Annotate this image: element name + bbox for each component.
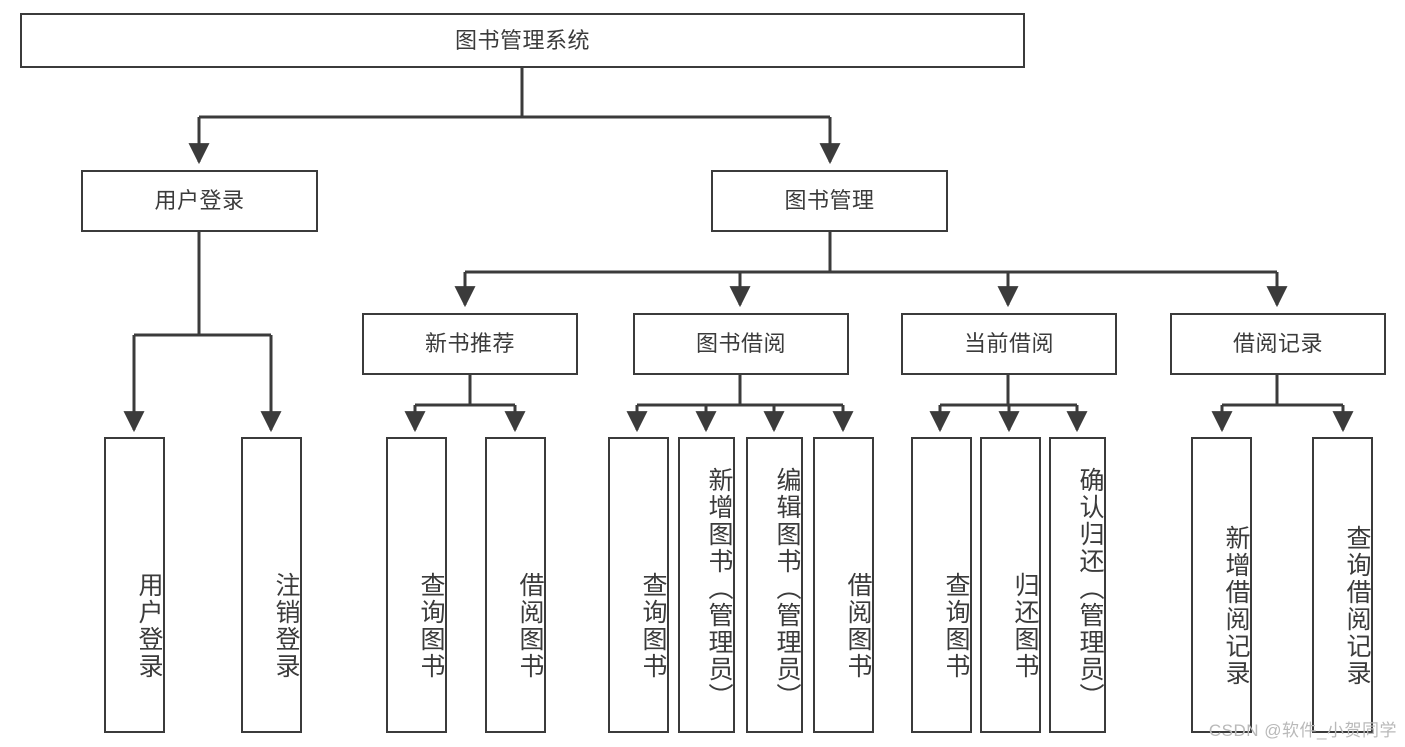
leaf-query-book-2-label: 查询图书 (639, 572, 667, 680)
leaf-query-book-3[interactable]: 查询图书 (911, 437, 972, 733)
leaf-logout[interactable]: 注销登录 (241, 437, 302, 733)
leaf-confirm-return-admin[interactable]: 确认归还（管理员） (1049, 437, 1106, 733)
leaf-add-book-admin-label: 新增图书（管理员） (705, 466, 733, 710)
node-book-management-label: 图书管理 (784, 188, 875, 214)
leaf-query-book-3-label: 查询图书 (942, 572, 970, 680)
node-current-borrow-label: 当前借阅 (963, 331, 1054, 357)
leaf-logout-label: 注销登录 (272, 572, 300, 680)
leaf-query-borrow-record-label: 查询借阅记录 (1343, 525, 1371, 687)
node-book-borrow[interactable]: 图书借阅 (633, 313, 849, 375)
leaf-user-login-label: 用户登录 (135, 572, 163, 680)
leaf-borrow-book-1-label: 借阅图书 (516, 572, 544, 680)
node-book-management[interactable]: 图书管理 (711, 170, 948, 232)
node-root-label: 图书管理系统 (454, 27, 590, 53)
leaf-borrow-book-2[interactable]: 借阅图书 (813, 437, 874, 733)
node-book-borrow-label: 图书借阅 (695, 331, 786, 357)
leaf-edit-book-admin[interactable]: 编辑图书（管理员） (746, 437, 803, 733)
node-borrow-records[interactable]: 借阅记录 (1170, 313, 1386, 375)
leaf-borrow-book-1[interactable]: 借阅图书 (485, 437, 546, 733)
leaf-return-book-label: 归还图书 (1011, 572, 1039, 680)
leaf-edit-book-admin-label: 编辑图书（管理员） (773, 466, 801, 710)
node-current-borrow[interactable]: 当前借阅 (901, 313, 1117, 375)
leaf-query-borrow-record[interactable]: 查询借阅记录 (1312, 437, 1373, 733)
leaf-query-book-1[interactable]: 查询图书 (386, 437, 447, 733)
node-new-book-recommend-label: 新书推荐 (424, 331, 515, 357)
node-new-book-recommend[interactable]: 新书推荐 (362, 313, 578, 375)
node-user-login[interactable]: 用户登录 (81, 170, 318, 232)
leaf-return-book[interactable]: 归还图书 (980, 437, 1041, 733)
leaf-borrow-book-2-label: 借阅图书 (844, 572, 872, 680)
node-user-login-label: 用户登录 (154, 188, 245, 214)
leaf-add-book-admin[interactable]: 新增图书（管理员） (678, 437, 735, 733)
csdn-watermark: CSDN @软件_小贺同学 (1208, 721, 1397, 740)
leaf-user-login[interactable]: 用户登录 (104, 437, 165, 733)
leaf-query-book-1-label: 查询图书 (417, 572, 445, 680)
leaf-add-borrow-record-label: 新增借阅记录 (1222, 525, 1250, 687)
leaf-add-borrow-record[interactable]: 新增借阅记录 (1191, 437, 1252, 733)
node-borrow-records-label: 借阅记录 (1232, 331, 1323, 357)
leaf-query-book-2[interactable]: 查询图书 (608, 437, 669, 733)
leaf-confirm-return-admin-label: 确认归还（管理员） (1076, 466, 1104, 710)
node-root[interactable]: 图书管理系统 (20, 13, 1025, 68)
